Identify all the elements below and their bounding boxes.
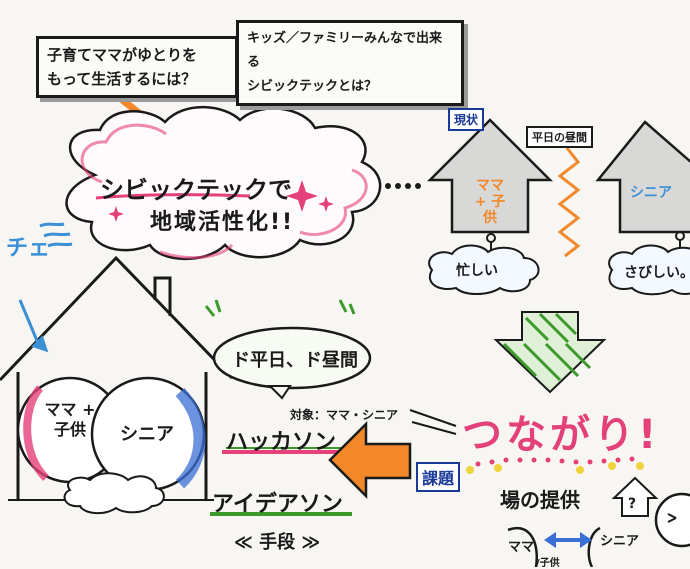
circle-senior [90,376,206,492]
person-icon [486,233,496,250]
question-box-parents: 子育てママがゆとりを もって生活するには？ [36,36,238,98]
house-icon [426,118,554,234]
target-label: 対象：ママ・シニア [290,408,399,422]
pink-underline [95,193,251,200]
small-cloud-shape [608,244,690,296]
bottom-right-text: シニア [600,534,640,549]
house1-text: ママ + 子供 [474,178,506,226]
question-box-kids: キッズ／ファミリーみんなで出来る シビックテックとは？ [236,20,464,106]
bottom-left-text: ママ [508,540,535,555]
accent-marks-icon [204,299,356,317]
left-side-text: チェ [6,236,51,261]
cloud-under-circles [63,472,165,514]
ideathon-label: アイデアソン [212,492,343,517]
face-icon [654,492,690,548]
speech-bubble-tail [267,385,292,400]
cloud2-text: さびしい。 [624,265,690,281]
small-house-icon [611,476,659,517]
means-label: ≪ 手段 ≫ [234,532,321,553]
speech-bubble-shape [212,326,372,390]
cloud1-text: 忙しい [456,263,498,279]
circle-left-text: ママ + 子供 [44,400,96,439]
small-cloud-shape [428,244,540,295]
sparkle-icon [108,180,334,222]
time-label: 平日の昼間 [526,126,593,148]
zigzag-line [557,147,581,258]
central-cloud-title: シビックテックで [100,176,292,204]
question-line: シビックテックとは？ [247,79,378,94]
house2-text: シニア [630,185,672,201]
dotted-line [475,456,635,467]
central-cloud-shape [65,105,382,261]
bottom-arc-right [587,526,601,567]
bottom-small-text: /子供 [536,558,560,569]
bottom-arc-left [507,527,539,567]
question-line: キッズ／ファミリーみんなで出来る [247,31,443,70]
question-mark-text: ? [628,496,637,512]
down-arrow-icon [493,311,607,394]
ellipsis-dots [385,183,421,189]
person-icon [675,231,685,248]
blue-lines-icon [18,222,73,353]
circle-right-text: シニア [120,424,174,445]
yellow-dots [466,462,644,474]
place-provision-text: 場の提供 [500,488,580,512]
double-arrow-icon [544,532,592,548]
hackathon-label: ハッカソン [226,430,337,455]
orange-left-arrow-icon [328,420,412,500]
question-line: もって生活するには？ [47,70,197,88]
emphasis-lines [409,409,457,435]
current-state-label: 現状 [448,108,485,131]
issue-label: 課題 [416,462,461,492]
question-line: 子育てママがゆとりを [47,46,198,64]
connection-title: つながり! [462,412,661,458]
house-icon [595,120,690,234]
central-cloud-subtitle: 地域活性化!! [150,210,295,235]
event-bubble-text: ド平日、ド昼間 [232,350,358,371]
